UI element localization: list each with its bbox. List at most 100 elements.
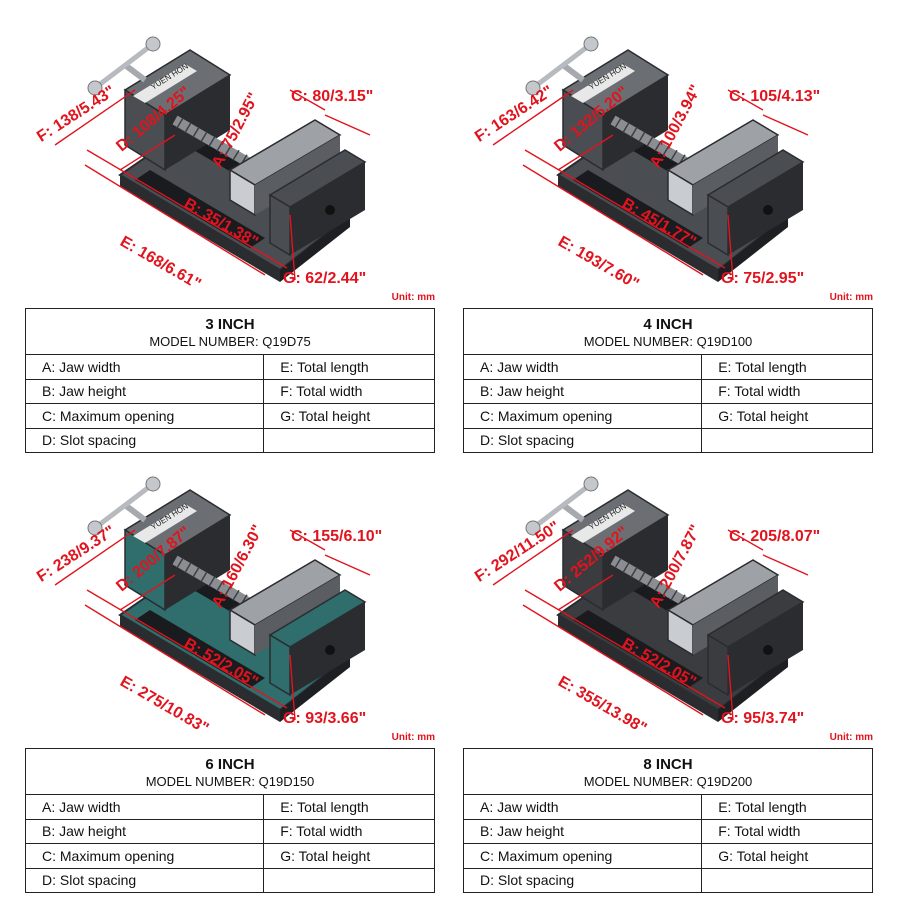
model-number: MODEL NUMBER: Q19D200 <box>583 773 753 789</box>
vise-drawing: YUEN HON <box>492 476 809 722</box>
spec-cell: F: Total width <box>263 378 435 404</box>
vise-brand-plate <box>133 504 197 543</box>
spec-cell: D: Slot spacing <box>462 427 703 453</box>
vise-base-edge <box>120 615 280 722</box>
spec-cell: A: Jaw width <box>24 354 265 380</box>
dim-label-c: C: 205/8.07" <box>729 528 821 545</box>
spec-cell: C: Maximum opening <box>462 843 703 869</box>
vise-base-side <box>718 655 788 722</box>
vise-rear-block-side <box>603 75 668 170</box>
dimension-line <box>727 89 764 111</box>
dimension-line <box>727 214 734 281</box>
dimension-line <box>84 604 266 716</box>
dim-label-g: G: 62/2.44" <box>283 270 367 287</box>
vise-screw-thread <box>200 571 208 583</box>
vise-screw-thread <box>208 136 216 147</box>
vise-handle-shaft <box>561 62 585 83</box>
dimension-line <box>119 134 176 171</box>
unit-label: Unit: mm <box>829 292 873 303</box>
dimension-line <box>54 89 136 146</box>
vise-image: YUEN HON <box>25 450 435 740</box>
vise-screw-thread <box>638 131 646 143</box>
dimension-line <box>492 529 574 586</box>
vise-screw-thread <box>216 140 224 152</box>
vise-front-jaw-face <box>707 633 729 697</box>
dimension-line <box>557 134 614 171</box>
vise-brand-plate <box>571 64 635 103</box>
size-title: 3 INCH <box>205 315 255 333</box>
vise-handle-knob <box>525 80 541 96</box>
spec-cell: E: Total length <box>701 794 873 820</box>
vise-base-side <box>280 655 350 722</box>
spec-cell: B: Jaw height <box>462 818 703 844</box>
spec-cell: B: Jaw height <box>462 378 703 404</box>
size-title: 8 INCH <box>643 755 693 773</box>
vise-screw-thread <box>622 122 630 133</box>
spec-cell: F: Total width <box>263 818 435 844</box>
unit-label: Unit: mm <box>391 732 435 743</box>
vise-screw-thread <box>200 131 208 143</box>
vise-bolt-hole <box>763 645 773 655</box>
dimension-line <box>289 529 326 551</box>
spec-cell: G: Total height <box>263 843 435 869</box>
vise-screw-thread <box>232 589 240 601</box>
vise-brand-plate <box>571 504 635 543</box>
vise-screw-thread <box>192 566 200 578</box>
dim-label-g: G: 93/3.66" <box>283 710 367 727</box>
vise-brand-plate <box>133 64 197 103</box>
vise-handle-knob <box>525 520 541 536</box>
spec-cell: C: Maximum opening <box>24 843 265 869</box>
dim-label-c: C: 105/4.13" <box>729 88 821 105</box>
vise-screw-thread <box>630 566 638 578</box>
spec-cell <box>263 427 435 453</box>
vise-image: YUEN HON <box>463 10 873 300</box>
vise-front-jaw-face <box>707 193 729 257</box>
vise-screw-thread <box>662 585 670 596</box>
dimension-line <box>762 554 809 576</box>
spec-cell: D: Slot spacing <box>24 867 265 893</box>
vise-screw-thread <box>208 576 216 587</box>
spec-cell: G: Total height <box>263 403 435 429</box>
dim-label-c: C: 155/6.10" <box>291 528 383 545</box>
spec-cell: E: Total length <box>701 354 873 380</box>
model-number: MODEL NUMBER: Q19D75 <box>149 333 311 349</box>
vise-handle-knob <box>583 476 599 492</box>
spec-cell: G: Total height <box>701 403 873 429</box>
dimension-line <box>762 114 809 136</box>
spec-cell: C: Maximum opening <box>24 403 265 429</box>
vise-screw-thread <box>646 136 654 147</box>
vise-rear-block-side <box>603 515 668 610</box>
vise-handle-knob <box>145 476 161 492</box>
vise-handle-knob <box>583 36 599 52</box>
spec-cell: A: Jaw width <box>24 794 265 820</box>
vise-handle-bar <box>93 482 155 530</box>
vise-bolt-hole <box>325 645 335 655</box>
vise-slot <box>573 610 703 688</box>
dimension-line <box>324 554 371 576</box>
vise-panel-4-inch: YUEN HON F: 163/6.42" D: 132/5.20" A: 10… <box>462 10 873 453</box>
vise-screw-thread <box>176 557 184 569</box>
dimension-line <box>289 89 326 111</box>
spec-table-header: 4 INCH MODEL NUMBER: Q19D100 <box>463 308 873 355</box>
spec-cell: G: Total height <box>701 843 873 869</box>
vise-slot <box>135 610 265 688</box>
vise-screw-thread <box>192 126 200 138</box>
spec-cell: A: Jaw width <box>462 354 703 380</box>
vise-screw-thread <box>224 585 232 596</box>
vise-handle-knob <box>87 520 103 536</box>
vise-bolt-hole <box>763 205 773 215</box>
vise-screw-thread <box>232 149 240 161</box>
vise-drawing: YUEN HON <box>54 36 371 282</box>
vise-rear-block-side <box>165 515 230 610</box>
vise-screw-thread <box>224 145 232 156</box>
vise-screw-thread <box>216 580 224 592</box>
dimension-line <box>727 529 764 551</box>
vise-handle-bar <box>531 482 593 530</box>
dimension-line <box>492 89 574 146</box>
vise-screw-thread <box>614 117 622 129</box>
spec-cell: E: Total length <box>263 794 435 820</box>
vise-front-jaw-face <box>269 193 291 257</box>
vise-base-side <box>280 215 350 282</box>
vise-screw-thread <box>654 140 662 152</box>
dimension-line <box>84 164 266 276</box>
